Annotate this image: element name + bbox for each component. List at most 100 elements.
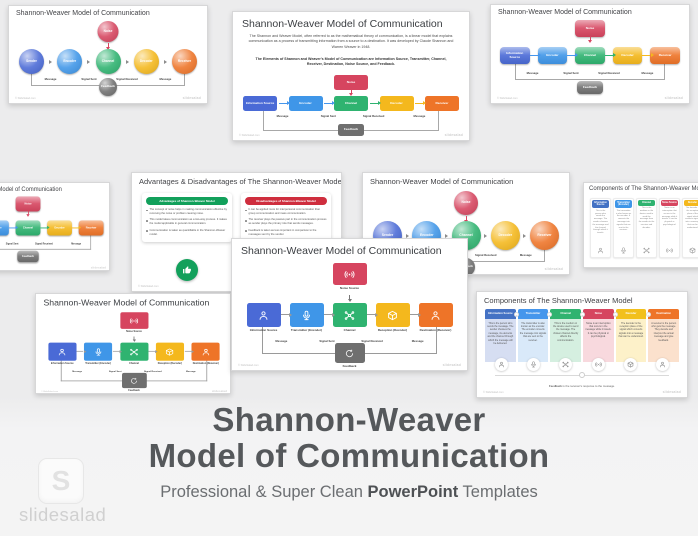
watermark-text: slidesalad bbox=[211, 389, 228, 393]
flow-label: Message bbox=[71, 241, 82, 246]
column-text: The decoder is the reception place of th… bbox=[615, 319, 647, 362]
arrow-icon bbox=[567, 54, 576, 57]
arrow-icon bbox=[415, 102, 424, 105]
flow-label: Message bbox=[276, 114, 289, 118]
feedback-note-text: is the receiver's response to the messag… bbox=[561, 384, 615, 388]
flow-label: Signal Received bbox=[35, 241, 53, 246]
receiver-node: Receiver bbox=[425, 96, 459, 111]
arrow-icon bbox=[444, 233, 448, 238]
channel-node: Channel bbox=[575, 47, 605, 64]
noise-source-node bbox=[119, 312, 149, 329]
bullet-icon bbox=[245, 230, 247, 232]
node-label: Transmitter (Encoder) bbox=[85, 361, 112, 365]
feedback-node: Feedback bbox=[17, 251, 39, 263]
slide-thumbnail-overview: Shannon-Weaver Model of Communication Th… bbox=[232, 11, 470, 141]
slide-title: Components of The Shannon-Weaver Model bbox=[484, 296, 633, 305]
network-icon bbox=[129, 348, 138, 356]
component-column: Information Source This is the person wh… bbox=[590, 198, 611, 258]
microphone-icon bbox=[620, 247, 627, 254]
bullet-icon bbox=[146, 230, 148, 232]
component-column: Noise Source Noise is an interruption th… bbox=[659, 198, 680, 258]
sender-node: Sender bbox=[19, 49, 44, 74]
noise-source-group: Noise Source bbox=[332, 263, 367, 291]
noise-node: Noise bbox=[575, 20, 605, 37]
column-header: Information Source bbox=[485, 309, 516, 319]
receiver-node: Receiver bbox=[530, 221, 559, 250]
timeline-dot bbox=[579, 372, 585, 378]
column-text: This is the person who sends the message… bbox=[485, 319, 516, 362]
noise-source-node bbox=[332, 263, 367, 285]
decoder-node: Decoder bbox=[613, 47, 643, 64]
component-column: Decoder The decoder is the reception pla… bbox=[682, 198, 698, 258]
flow-label: Signal Sent bbox=[320, 114, 336, 118]
arrow-icon bbox=[523, 233, 527, 238]
arrow-icon bbox=[410, 314, 418, 316]
encoder-node: Encoder bbox=[288, 96, 323, 111]
feedback-node bbox=[121, 372, 147, 389]
intro-paragraph: The Shannon and Weaver Model, often refe… bbox=[248, 34, 454, 49]
flow-row: Sender Encoder Channel Decoder Receiver bbox=[0, 220, 104, 235]
component-column: Transmitter The transmitter is also know… bbox=[517, 309, 549, 362]
slide-thumbnail-glossy: Shannon-Weaver Model of Communication No… bbox=[490, 4, 690, 104]
package-icon bbox=[627, 361, 634, 368]
column-text: Noise is an interruption that occurs in … bbox=[661, 207, 678, 227]
flow-label: Message bbox=[519, 253, 532, 257]
copyright-text: © SlideSalad.com bbox=[15, 97, 36, 100]
flow-label: Signal Received bbox=[361, 339, 383, 343]
node-label: Transmitter (Encoder) bbox=[290, 328, 323, 332]
arrow-icon bbox=[148, 350, 156, 352]
flow-label: Message bbox=[526, 71, 539, 75]
network-icon bbox=[643, 247, 650, 254]
person-icon bbox=[430, 310, 441, 321]
components-columns: Information Source This is the person wh… bbox=[590, 198, 698, 258]
person-icon bbox=[659, 361, 666, 368]
microphone-icon bbox=[530, 361, 537, 368]
slide-thumbnail-components-mini: Components of The Shannon-Weaver Model I… bbox=[583, 182, 698, 268]
column-header: Transmitter (Encoder) bbox=[615, 200, 632, 209]
poster-title-line1: Shannon-Weaver bbox=[212, 401, 486, 438]
poster-subtitle: Professional & Super Clean PowerPoint Te… bbox=[0, 483, 698, 502]
node-label: Channel bbox=[343, 328, 356, 332]
watermark-text: slidesalad bbox=[90, 265, 107, 270]
slide-title: Advantages & Disadvantages of The Shanno… bbox=[139, 177, 342, 186]
person-icon bbox=[201, 348, 210, 356]
decoder-node: Decoder bbox=[379, 96, 414, 111]
flow-label: Message bbox=[411, 339, 424, 343]
package-icon bbox=[387, 310, 398, 321]
slide-title: Shannon-Weaver Model of Communication bbox=[370, 177, 514, 186]
comparison-panels: Advantages of Shannon-Weaver Model The c… bbox=[142, 193, 331, 243]
feedback-group: Feedback bbox=[334, 343, 365, 369]
arrow-icon bbox=[40, 227, 48, 229]
flow-label: Signal Sent bbox=[5, 241, 19, 246]
column-header: Destination bbox=[648, 309, 680, 319]
node-label: Reception (Decoder) bbox=[377, 328, 408, 332]
sound-wave-icon bbox=[344, 269, 355, 280]
watermark-text: slidesalad bbox=[442, 363, 461, 367]
slide-thumbnail-circles: Shannon-Weaver Model of Communication No… bbox=[8, 5, 208, 104]
slide-title: Shannon-Weaver Model of Communication bbox=[16, 10, 150, 17]
flow-label: Signal Received bbox=[143, 369, 162, 373]
slide-title: Shannon-Weaver Model of Communication bbox=[242, 18, 443, 30]
decoder-node: Decoder bbox=[490, 221, 520, 250]
feedback-node: Feedback bbox=[99, 78, 117, 96]
slide-title: Shannon-Weaver Model of Communication bbox=[43, 298, 210, 308]
flow-label: Message bbox=[159, 77, 172, 81]
advantages-heading: Advantages of Shannon-Weaver Model bbox=[146, 197, 228, 206]
information-source-node: Information Source bbox=[48, 342, 77, 366]
node-label: Feedback bbox=[128, 388, 140, 392]
noise-arrow-icon bbox=[26, 210, 30, 217]
bullet-text: This model takes communication as a two-… bbox=[149, 218, 227, 226]
bullet-icon bbox=[245, 209, 247, 212]
person-icon bbox=[58, 348, 67, 356]
sound-wave-icon bbox=[666, 247, 673, 254]
channel-node: Channel bbox=[334, 96, 368, 111]
bullet-text: Communication is taken as quantifiable i… bbox=[149, 228, 226, 236]
watermark-text: slidesalad bbox=[544, 267, 563, 271]
slide-thumbnail-main: Shannon-Weaver Model of Communication No… bbox=[231, 238, 468, 371]
arrow-icon bbox=[324, 314, 332, 316]
subtitle-brand: PowerPoint bbox=[367, 483, 459, 501]
arrow-icon bbox=[163, 59, 167, 64]
connector-dot: › bbox=[580, 311, 585, 317]
package-icon bbox=[165, 348, 174, 356]
information-source-node: Information Source bbox=[243, 96, 277, 111]
